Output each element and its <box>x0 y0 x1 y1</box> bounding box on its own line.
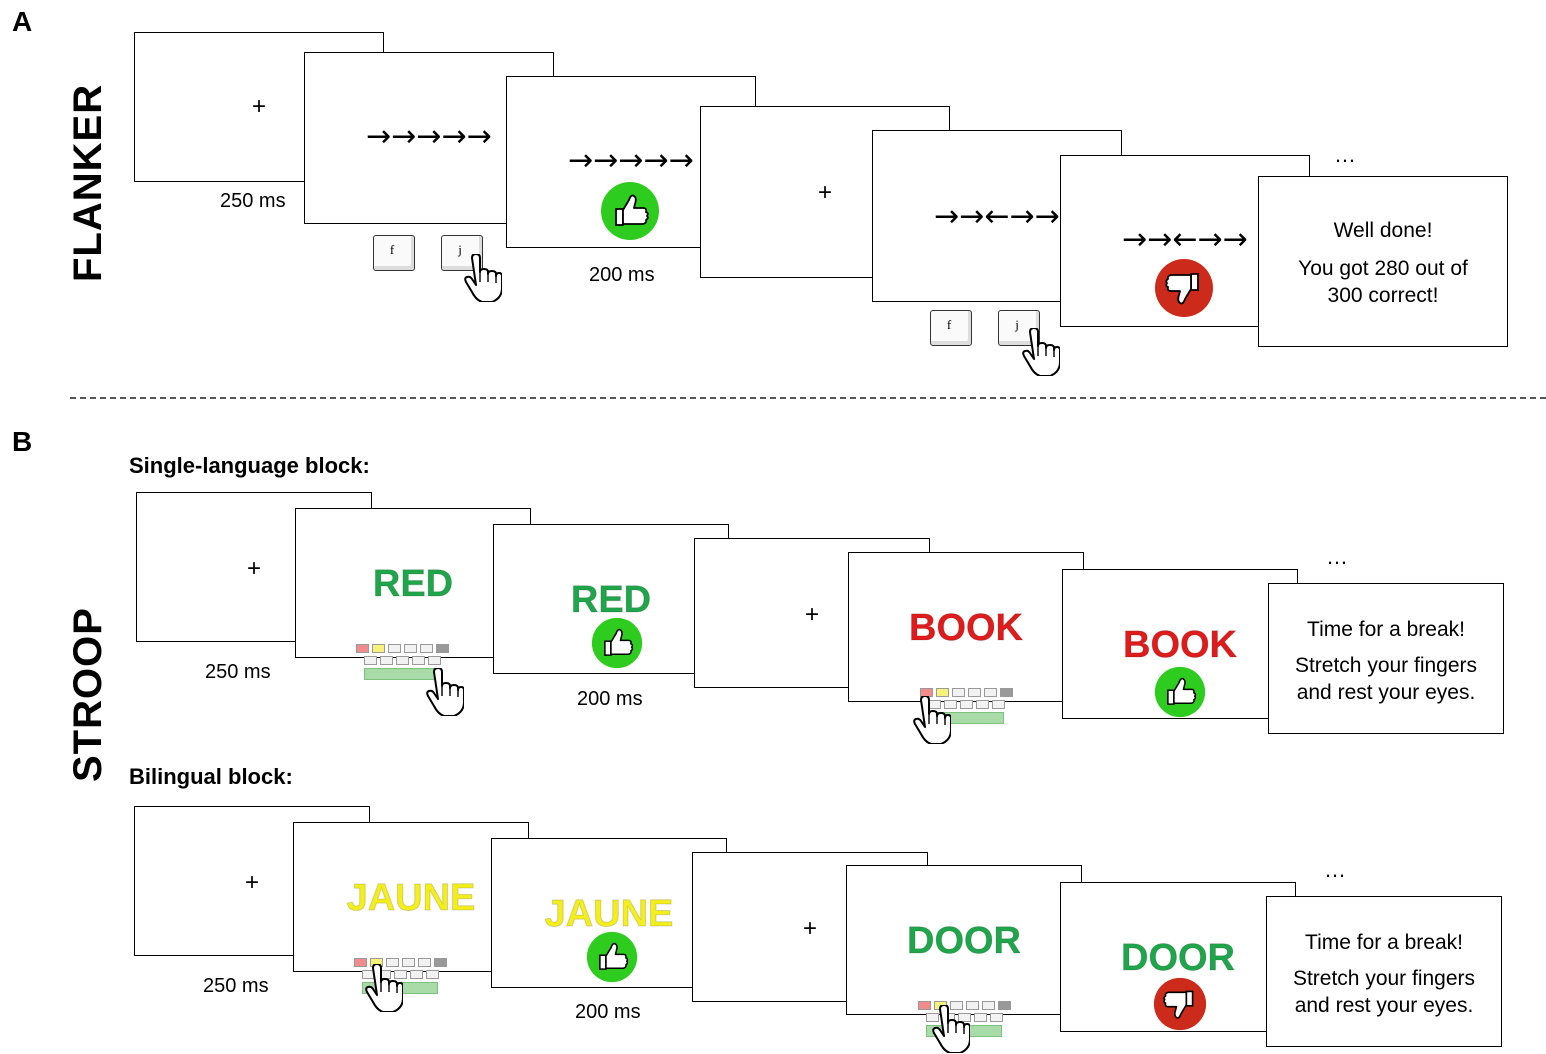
break-title: Time for a break! <box>1305 931 1463 954</box>
flanker-end-frame: Well done! You got 280 out of 300 correc… <box>1258 176 1508 347</box>
panel-b-letter: B <box>12 426 33 457</box>
break-body: Stretch your fingers and rest your eyes. <box>1294 654 1478 705</box>
stroop-word: BOOK <box>1123 624 1238 667</box>
key-j-label: j <box>458 242 462 257</box>
end-body: You got 280 out of 300 correct! <box>1298 257 1468 308</box>
end-title: Well done! <box>1333 219 1433 242</box>
fixation-cross: + <box>246 555 261 582</box>
panel-divider <box>70 397 1546 399</box>
stroop-stimulus-frame: DOOR <box>846 865 1082 1015</box>
ellipsis: … <box>1334 142 1356 167</box>
bilingual-block-title: Bilingual block: <box>129 764 293 789</box>
arrow-stimulus: →→←→→ <box>934 199 1060 234</box>
thumbs-down-icon <box>1153 977 1207 1031</box>
key-j-label: j <box>1015 317 1019 332</box>
duration-fixation: 250 ms <box>220 190 286 212</box>
stroop-word: RED <box>372 563 454 606</box>
thumbs-up-icon <box>591 617 643 669</box>
ellipsis: … <box>1324 857 1346 882</box>
thumbs-down-icon <box>1154 258 1214 318</box>
pointing-hand-icon <box>930 1005 970 1053</box>
duration-fixation: 250 ms <box>203 975 269 997</box>
panel-a-letter: A <box>12 6 33 37</box>
fixation-cross: + <box>817 179 832 206</box>
thumbs-up-icon <box>1154 666 1206 718</box>
fixation-cross: + <box>802 915 817 942</box>
arrow-stimulus: →→→→→ <box>568 143 694 178</box>
mini-keyboard-icon <box>354 642 450 684</box>
stroop-word: DOOR <box>907 920 1022 963</box>
thumbs-up-icon <box>600 181 660 241</box>
stroop-stimulus-frame: RED <box>295 508 531 658</box>
stroop-feedback-frame: DOOR <box>1060 882 1296 1032</box>
stroop-break-frame: Time for a break! Stretch your fingers a… <box>1268 583 1504 734</box>
stroop-stimulus-frame: JAUNE <box>293 822 529 972</box>
fixation-cross: + <box>244 869 259 896</box>
keyboard-key-icon: f <box>373 235 415 271</box>
pointing-hand-icon <box>1020 328 1060 376</box>
arrow-stimulus: →→←→→ <box>1122 222 1248 257</box>
fixation-cross: + <box>251 93 266 120</box>
fixation-cross: + <box>804 601 819 628</box>
stroop-feedback-frame: BOOK <box>1062 569 1298 719</box>
duration-feedback: 200 ms <box>577 688 643 710</box>
key-f-label: f <box>946 317 952 332</box>
keyboard-key-icon: f <box>930 310 972 346</box>
flanker-label: FLANKER <box>66 83 110 282</box>
stroop-stimulus-frame: BOOK <box>848 552 1084 702</box>
stroop-break-frame: Time for a break! Stretch your fingers a… <box>1266 896 1502 1047</box>
stroop-feedback-frame: RED <box>493 524 729 674</box>
stroop-word: RED <box>570 579 652 622</box>
stroop-word: DOOR <box>1121 937 1236 980</box>
stroop-word: BOOK <box>909 607 1024 650</box>
pointing-hand-icon <box>363 964 403 1012</box>
duration-fixation: 250 ms <box>205 661 271 683</box>
key-f-label: f <box>389 242 395 257</box>
stroop-word: JAUNE <box>544 893 674 936</box>
duration-feedback: 200 ms <box>589 264 655 286</box>
stroop-feedback-frame: JAUNE <box>491 838 727 988</box>
arrow-stimulus: →→→→→ <box>366 119 492 154</box>
pointing-hand-icon <box>424 668 464 716</box>
stroop-label: STROOP <box>66 607 110 782</box>
break-title: Time for a break! <box>1307 618 1465 641</box>
pointing-hand-icon <box>911 696 951 744</box>
stroop-word: JAUNE <box>346 877 476 920</box>
single-block-title: Single-language block: <box>129 453 370 478</box>
pointing-hand-icon <box>462 254 502 302</box>
ellipsis: … <box>1326 544 1348 569</box>
break-body: Stretch your fingers and rest your eyes. <box>1292 967 1476 1018</box>
thumbs-up-icon <box>586 931 638 983</box>
duration-feedback: 200 ms <box>575 1001 641 1023</box>
